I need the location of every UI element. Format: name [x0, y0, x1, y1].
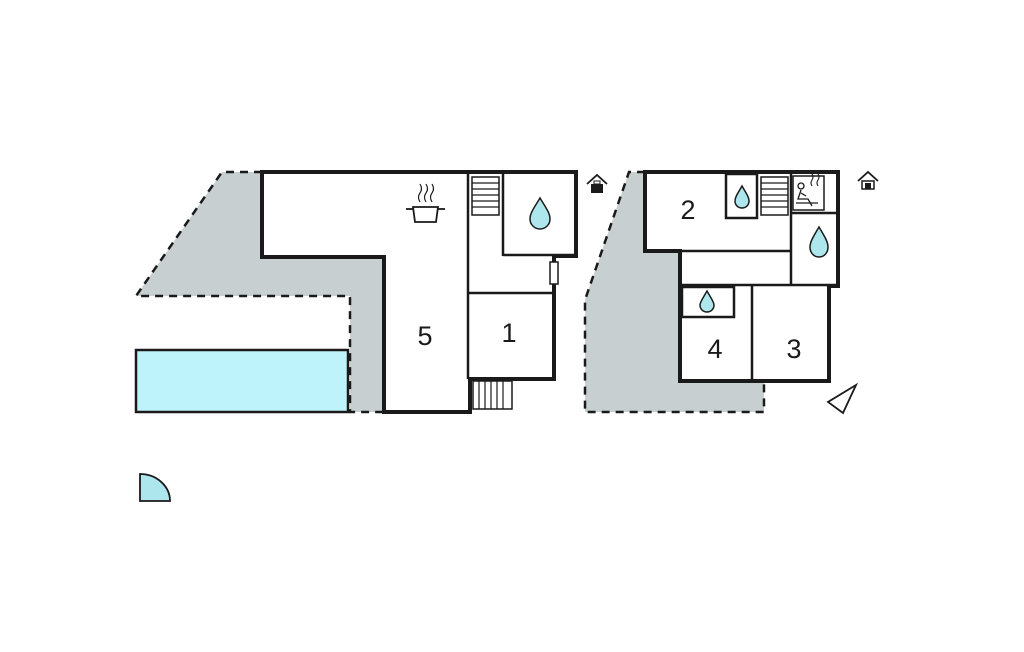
terrace-right — [585, 172, 764, 412]
left-building-walls — [260, 170, 578, 414]
right-floor: 2 4 3 — [583, 170, 879, 414]
room-label-1: 1 — [501, 318, 516, 348]
entrance-icon — [586, 173, 608, 193]
terrace-left — [136, 172, 384, 412]
north-arrow-icon — [826, 382, 859, 415]
pool — [134, 348, 350, 414]
water-drop-icon — [699, 289, 715, 313]
room-label-3: 3 — [786, 334, 801, 364]
sauna-icon — [792, 173, 825, 211]
stairs-icon — [760, 176, 789, 216]
window-icon — [549, 261, 559, 285]
terrace-left-edge — [133, 170, 384, 414]
kitchen-pot-icon — [406, 183, 445, 223]
stairs-icon — [472, 380, 513, 410]
entrance-icon — [857, 170, 879, 190]
door-swing-icon — [139, 473, 171, 502]
stairs-icon — [471, 176, 500, 216]
left-floor: 5 1 — [133, 170, 608, 414]
water-drop-icon — [809, 225, 829, 258]
water-drop-icon — [529, 196, 551, 230]
room-label-4: 4 — [707, 334, 722, 364]
room-label-2: 2 — [680, 195, 695, 225]
room-label-5: 5 — [417, 321, 432, 351]
water-drop-icon — [734, 184, 750, 209]
